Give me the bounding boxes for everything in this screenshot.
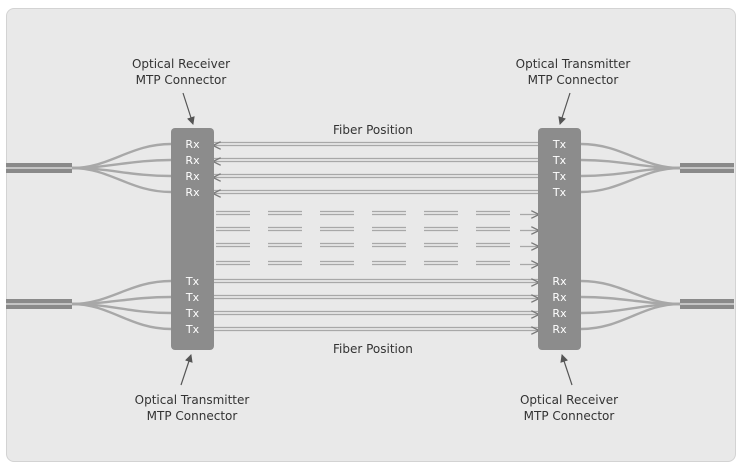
- label-bottom-right-line1: Optical Receiver: [519, 393, 619, 407]
- label-bottom-right-line2: MTP Connector: [523, 409, 615, 423]
- callout-arrow-bottom-right: [560, 354, 573, 386]
- fanout-left-bottom-strand-2: [71, 295, 172, 306]
- left-port-bottom-3: Tx: [185, 307, 200, 320]
- label-top-left: Optical Receiver MTP Connector: [118, 56, 244, 88]
- diagram-panel: [6, 8, 736, 462]
- left-port-bottom-1: Tx: [185, 275, 200, 288]
- fanout-right-top-strand-4: [580, 166, 681, 194]
- right-port-top-3: Tx: [552, 170, 567, 183]
- label-bottom-left-line2: MTP Connector: [146, 409, 238, 423]
- label-top-left-line1: Optical Receiver: [131, 57, 231, 71]
- left-port-top-4: Rx: [185, 186, 200, 199]
- left-port-top-1: Rx: [185, 138, 200, 151]
- fanout-left-top-strand-2: [71, 158, 172, 170]
- left-port-bottom-4: Tx: [185, 323, 200, 336]
- fanout-right-bottom-strand-2: [580, 295, 681, 306]
- label-bottom-right: Optical Receiver MTP Connector: [507, 392, 631, 424]
- right-port-bottom-4: Rx: [552, 323, 567, 336]
- fanout-left-top-strand-4: [71, 166, 172, 194]
- right-port-top-4: Tx: [552, 186, 567, 199]
- left-port-top-3: Rx: [185, 170, 200, 183]
- label-top-right: Optical Transmitter MTP Connector: [505, 56, 641, 88]
- fiber-position-label-bottom: Fiber Position: [333, 342, 413, 356]
- right-port-bottom-2: Rx: [552, 291, 567, 304]
- callout-arrow-bottom-left: [180, 354, 193, 386]
- label-top-right-line1: Optical Transmitter: [515, 57, 631, 71]
- label-bottom-left: Optical Transmitter MTP Connector: [122, 392, 262, 424]
- right-port-bottom-1: Rx: [552, 275, 567, 288]
- right-mtp-connector: [538, 128, 581, 350]
- label-top-left-line2: MTP Connector: [135, 73, 227, 87]
- callout-arrow-top-left: [182, 92, 195, 125]
- fanout-right-bottom-strand-4: [580, 302, 681, 331]
- fanout-left-bottom-strand-4: [71, 302, 172, 331]
- label-top-right-line2: MTP Connector: [527, 73, 619, 87]
- fanout-right-top-strand-2: [580, 158, 681, 170]
- left-port-top-2: Rx: [185, 154, 200, 167]
- right-port-top-2: Tx: [552, 154, 567, 167]
- right-port-bottom-3: Rx: [552, 307, 567, 320]
- callout-arrow-top-right: [558, 92, 571, 125]
- left-mtp-connector: [171, 128, 214, 350]
- left-port-bottom-2: Tx: [185, 291, 200, 304]
- fiber-position-label-top: Fiber Position: [333, 123, 413, 137]
- right-port-top-1: Tx: [552, 138, 567, 151]
- label-bottom-left-line1: Optical Transmitter: [134, 393, 250, 407]
